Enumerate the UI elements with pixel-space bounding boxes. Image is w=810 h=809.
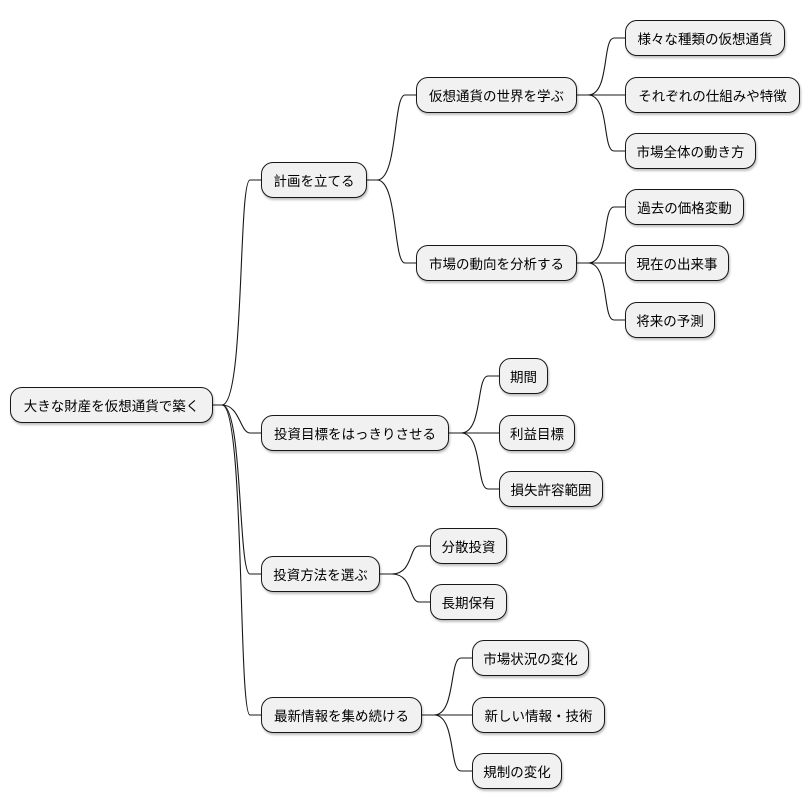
node-clarify-goals[interactable]: 投資目標をはっきりさせる bbox=[261, 415, 449, 451]
leaf-loss-tolerance[interactable]: 損失許容範囲 bbox=[499, 471, 603, 507]
edge-analyze-1 bbox=[577, 206, 625, 264]
node-label: それぞれの仕組みや特徴 bbox=[638, 89, 787, 105]
edge-plan-analyze bbox=[367, 179, 416, 264]
node-label: 現在の出来事 bbox=[636, 257, 718, 273]
leaf-market-changes[interactable]: 市場状況の変化 bbox=[472, 640, 589, 676]
edge-goal-1 bbox=[449, 375, 499, 434]
edge-method-2 bbox=[380, 573, 430, 603]
leaf-past-price[interactable]: 過去の価格変動 bbox=[625, 189, 744, 225]
root-node[interactable]: 大きな財産を仮想通貨で築く bbox=[10, 387, 213, 423]
leaf-future-forecast[interactable]: 将来の予測 bbox=[625, 302, 715, 338]
edge-info-3 bbox=[422, 714, 472, 772]
leaf-period[interactable]: 期間 bbox=[499, 358, 548, 394]
node-label: 期間 bbox=[510, 370, 537, 386]
node-label: 仮想通貨の世界を学ぶ bbox=[429, 89, 564, 105]
node-keep-gathering-info[interactable]: 最新情報を集め続ける bbox=[261, 697, 422, 733]
leaf-mechanisms-features[interactable]: それぞれの仕組みや特徴 bbox=[625, 77, 800, 113]
edge-info-1 bbox=[422, 657, 472, 716]
node-analyze-market[interactable]: 市場の動向を分析する bbox=[416, 245, 577, 281]
edge-root-method bbox=[212, 404, 261, 575]
node-label: 規制の変化 bbox=[483, 765, 551, 781]
leaf-current-events[interactable]: 現在の出来事 bbox=[625, 245, 729, 281]
leaf-various-cryptocurrencies[interactable]: 様々な種類の仮想通貨 bbox=[625, 20, 785, 56]
node-label: 新しい情報・技術 bbox=[484, 709, 593, 725]
leaf-new-info-tech[interactable]: 新しい情報・技術 bbox=[472, 697, 605, 733]
node-label: 損失許容範囲 bbox=[510, 483, 592, 499]
node-label: 長期保有 bbox=[441, 596, 496, 612]
node-label: 最新情報を集め続ける bbox=[274, 709, 409, 725]
node-label: 市場全体の動き方 bbox=[636, 145, 745, 161]
edge-learn-3 bbox=[577, 94, 625, 152]
node-label: 市場状況の変化 bbox=[483, 652, 578, 668]
node-label: 様々な種類の仮想通貨 bbox=[637, 32, 773, 48]
node-learn-crypto-world[interactable]: 仮想通貨の世界を学ぶ bbox=[416, 77, 577, 113]
node-label: 市場の動向を分析する bbox=[429, 257, 564, 273]
edge-root-info bbox=[212, 404, 261, 716]
leaf-long-term-holding[interactable]: 長期保有 bbox=[430, 584, 507, 620]
edge-learn-1 bbox=[577, 37, 625, 96]
leaf-diversification[interactable]: 分散投資 bbox=[430, 528, 507, 564]
node-plan[interactable]: 計画を立てる bbox=[261, 162, 367, 198]
node-choose-method[interactable]: 投資方法を選ぶ bbox=[261, 556, 380, 592]
edge-analyze-3 bbox=[577, 262, 625, 321]
edge-goal-3 bbox=[449, 432, 499, 490]
root-node-label: 大きな財産を仮想通貨で築く bbox=[23, 399, 200, 415]
node-label: 利益目標 bbox=[510, 427, 564, 443]
node-label: 投資方法を選ぶ bbox=[273, 568, 368, 584]
node-label: 過去の価格変動 bbox=[637, 201, 732, 217]
leaf-market-movement[interactable]: 市場全体の動き方 bbox=[625, 133, 756, 169]
leaf-profit-target[interactable]: 利益目標 bbox=[499, 415, 575, 451]
node-label: 将来の予測 bbox=[636, 314, 704, 330]
edge-method-1 bbox=[380, 545, 430, 575]
leaf-regulation-changes[interactable]: 規制の変化 bbox=[472, 753, 562, 789]
node-label: 分散投資 bbox=[441, 540, 496, 556]
edge-root-plan bbox=[212, 179, 261, 406]
node-label: 投資目標をはっきりさせる bbox=[274, 427, 436, 443]
node-label: 計画を立てる bbox=[273, 174, 355, 190]
edge-root-goal bbox=[212, 404, 261, 434]
edge-plan-learn bbox=[367, 94, 416, 181]
